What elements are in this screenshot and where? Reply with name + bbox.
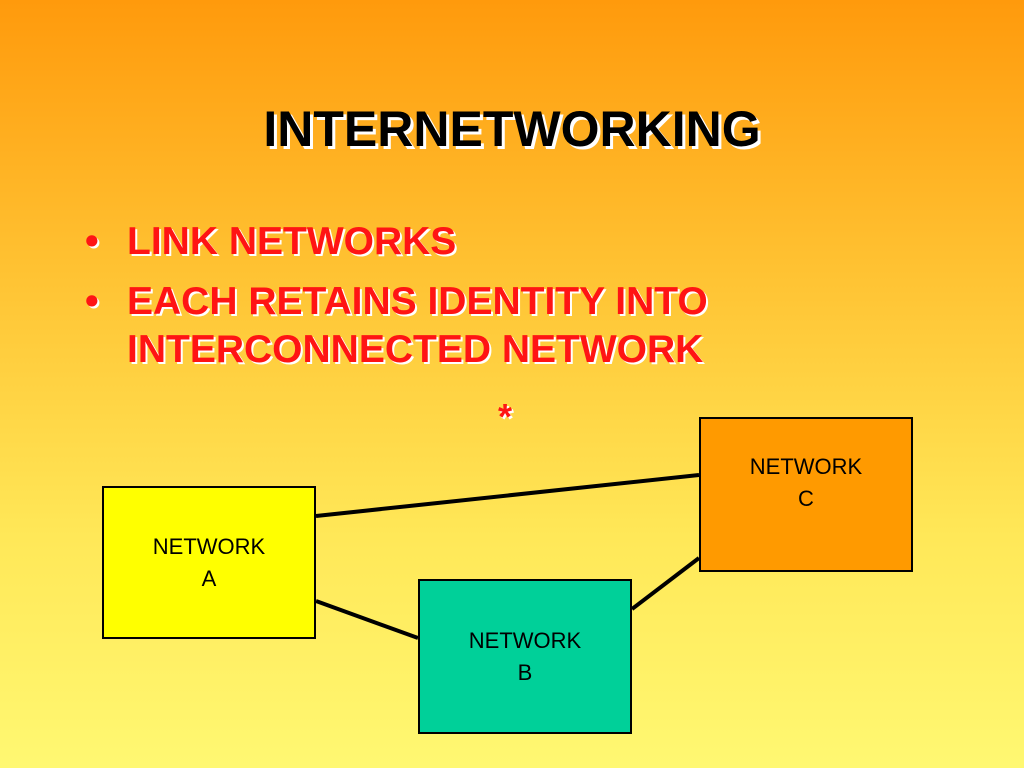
bullet-text: EACH RETAINS IDENTITY INTO INTERCONNECTE… [127,280,708,371]
network-c-id: C [798,485,814,511]
network-c-label: NETWORK [749,453,863,479]
slide-title: INTERNETWORKING [263,101,761,157]
bullet-item-retains-identity: • EACH RETAINS IDENTITY INTO INTERCONNEC… [85,278,845,374]
asterisk-mark: * [498,396,513,437]
link-a-to-c [315,473,700,518]
network-a-label: NETWORK [152,533,266,559]
link-a-to-b [315,599,419,640]
network-b-box: NETWORK B [418,579,632,734]
bullet-marker: • [85,280,99,323]
bullet-item-link-networks: • LINK NETWORKS [85,218,845,266]
bullet-marker: • [85,220,99,263]
network-c-box: NETWORK C [699,417,913,572]
network-a-id: A [201,565,217,591]
link-b-to-c [630,556,701,611]
network-b-id: B [517,659,533,685]
network-b-label: NETWORK [468,627,582,653]
network-a-box: NETWORK A [102,486,316,639]
bullet-list: • LINK NETWORKS • EACH RETAINS IDENTITY … [85,218,845,386]
bullet-text: LINK NETWORKS [127,220,457,263]
